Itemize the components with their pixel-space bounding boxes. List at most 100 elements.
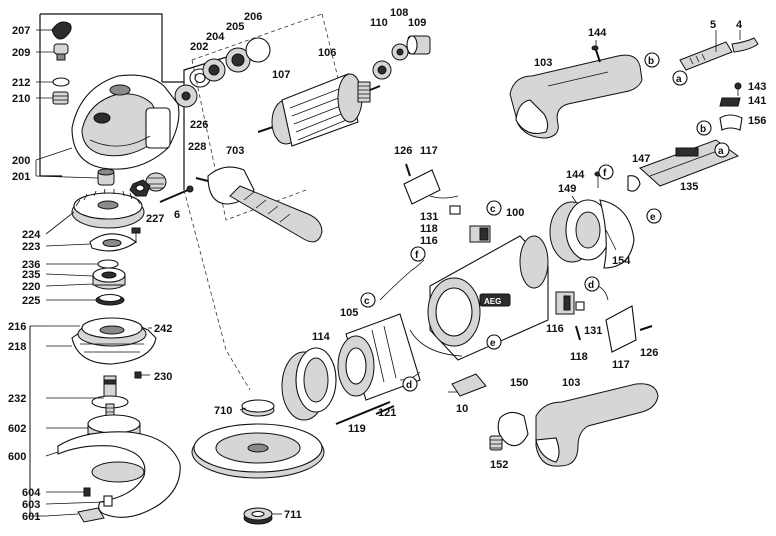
connector-e-mid: e: [486, 334, 502, 350]
part-number-labels: 207 209 212 210 200 201 224 223 236 235 …: [8, 7, 766, 523]
label-209: 209: [12, 47, 30, 59]
svg-text:c: c: [490, 204, 496, 215]
connector-c-mid: c: [360, 292, 376, 308]
label-220: 220: [22, 281, 40, 293]
switch-lever-147: [627, 175, 641, 192]
switch-handle-103-top: [509, 54, 643, 139]
screw-604: [83, 487, 91, 497]
label-131-lower: 131: [584, 325, 602, 337]
bearing-108: [391, 43, 409, 61]
label-226: 226: [190, 119, 208, 131]
screw-126-upper: [405, 163, 411, 177]
svg-text:a: a: [676, 74, 682, 85]
label-109: 109: [408, 17, 426, 29]
spindle-flange-218: [71, 317, 157, 365]
label-117-upper: 117: [420, 145, 438, 157]
label-135: 135: [680, 181, 698, 193]
clip-156: [719, 114, 743, 131]
label-207: 207: [12, 25, 30, 37]
connector-f-upper: f: [598, 164, 614, 180]
label-154: 154: [612, 255, 631, 267]
label-216: 216: [8, 321, 26, 333]
lock-lever-207: [51, 21, 72, 40]
label-235: 235: [22, 269, 40, 281]
bearing-204: [202, 58, 226, 82]
air-baffle-114: [281, 347, 337, 421]
nut-227: [129, 179, 151, 197]
gear-housing-200: [71, 74, 180, 170]
label-603: 603: [22, 499, 40, 511]
connector-b-mid: b: [696, 120, 712, 136]
label-116-lower: 116: [546, 323, 564, 335]
connector-d-mid: d: [584, 276, 600, 292]
label-126-upper: 126: [394, 145, 412, 157]
svg-text:f: f: [603, 168, 607, 179]
label-141: 141: [748, 95, 766, 107]
connector-e-upper: e: [646, 208, 662, 224]
label-228: 228: [188, 141, 206, 153]
label-225: 225: [22, 295, 40, 307]
label-150: 150: [510, 377, 528, 389]
bevel-gear-224: [71, 188, 145, 229]
label-152: 152: [490, 459, 508, 471]
label-202: 202: [190, 41, 208, 53]
connector-d-lower: d: [402, 376, 418, 392]
svg-text:e: e: [490, 338, 496, 349]
label-703: 703: [226, 145, 244, 157]
fan-226: [174, 84, 198, 108]
label-144-mid: 144: [566, 169, 585, 181]
wire-4: [597, 285, 609, 301]
cover-154: [599, 199, 635, 269]
screw-118-lower: [575, 325, 581, 341]
label-201: 201: [12, 171, 30, 183]
armature-dash-1: [191, 13, 323, 61]
label-156: 156: [748, 115, 766, 127]
brush-assembly-lower: [555, 291, 585, 315]
label-205: 205: [226, 21, 244, 33]
brand-logo: AEG: [484, 297, 501, 306]
svg-text:f: f: [415, 250, 419, 261]
switch-135: [639, 139, 740, 187]
screw-144-top: [591, 45, 601, 63]
label-710: 710: [214, 405, 232, 417]
motor-housing-100: AEG: [427, 235, 549, 361]
clamp-lever-601: [77, 507, 105, 523]
label-604: 604: [22, 487, 41, 499]
power-cable-4: [731, 37, 759, 53]
label-126-lower: 126: [640, 347, 658, 359]
switch-trigger-150: [497, 411, 529, 447]
label-114: 114: [312, 331, 331, 343]
svg-text:d: d: [406, 380, 412, 391]
label-230: 230: [154, 371, 172, 383]
needle-bearing-201: [97, 168, 115, 186]
label-103-bottom: 103: [562, 377, 580, 389]
wire-1: [379, 259, 425, 301]
spring-603: [103, 495, 113, 507]
connector-a-top: a: [672, 70, 688, 86]
label-149: 149: [558, 183, 576, 195]
spring-210: [52, 91, 69, 105]
connector-f-mid: f: [410, 246, 426, 262]
circlip-212: [52, 77, 70, 87]
wire-2: [409, 329, 463, 357]
label-602: 602: [8, 423, 26, 435]
label-218: 218: [8, 341, 26, 353]
disc-dash: [183, 189, 251, 391]
stator-105: [337, 313, 421, 401]
screws-121-119: [335, 401, 395, 425]
side-handle-703: [195, 166, 323, 243]
label-106: 106: [318, 47, 336, 59]
screw-143: [734, 82, 742, 96]
label-223: 223: [22, 241, 40, 253]
label-147: 147: [632, 153, 650, 165]
label-131-upper: 131: [420, 211, 438, 223]
bearing-110: [372, 60, 392, 80]
label-5: 5: [710, 19, 716, 31]
spindle-232: [91, 375, 129, 421]
label-110: 110: [370, 17, 388, 29]
label-plate-10: [451, 373, 487, 397]
screw-6: [159, 185, 194, 203]
clamp-nut-711: [243, 507, 273, 525]
label-107: 107: [272, 69, 290, 81]
armature-107: [257, 73, 381, 147]
